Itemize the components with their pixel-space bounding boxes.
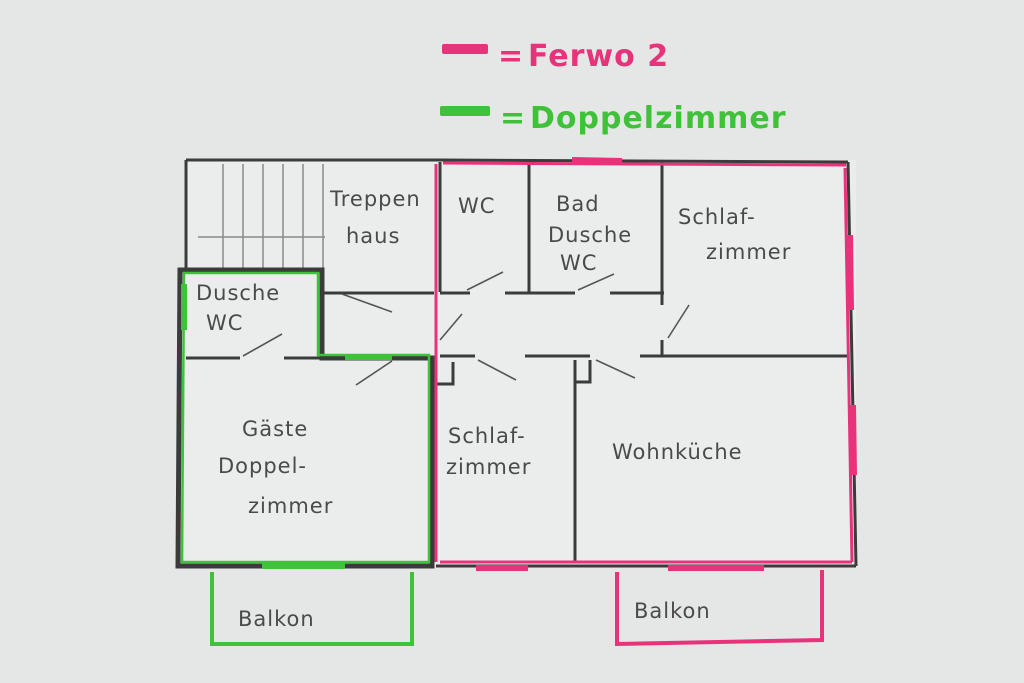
room-label-line: Treppen (329, 187, 421, 211)
room-bedroom-middle: Schlaf- zimmer (446, 424, 531, 479)
room-balcony-right: Balkon (634, 599, 711, 623)
interior-walls (184, 158, 848, 562)
room-kitchen: Wohnküche (612, 440, 743, 464)
legend-item-apartment: = Ferwo 2 (442, 39, 669, 74)
room-guest-double: Gäste Doppel- zimmer (218, 417, 333, 518)
room-label-line: zimmer (446, 455, 531, 479)
room-bath: Bad Dusche WC (548, 192, 632, 275)
room-label-line: Balkon (238, 607, 315, 631)
room-label-line: Bad (556, 192, 600, 216)
room-label-line: Dusche (196, 281, 280, 305)
legend-item-double-room: = Doppelzimmer (440, 101, 787, 136)
double-room-outline (175, 267, 435, 569)
room-label-line: Schlaf- (448, 424, 526, 448)
legend-equals-apartment: = (498, 39, 524, 74)
room-label-line: WC (458, 194, 495, 218)
staircase (198, 164, 325, 268)
room-label-line: WC (560, 251, 597, 275)
room-label-line: zimmer (706, 240, 791, 264)
room-bedroom-right: Schlaf- zimmer (678, 205, 791, 264)
room-label-line: Schlaf- (678, 205, 756, 229)
room-label-line: Balkon (634, 599, 711, 623)
room-label-line: zimmer (248, 494, 333, 518)
room-label-line: Gäste (242, 417, 308, 441)
legend-swatch-double-room (440, 106, 490, 116)
room-label-line: haus (346, 224, 400, 248)
apartment-highlight (434, 157, 857, 571)
balcony-right-outline (615, 570, 824, 647)
room-stairwell: Treppen haus (329, 187, 421, 248)
legend-equals-double-room: = (500, 101, 526, 136)
legend-label-apartment: Ferwo 2 (528, 39, 669, 74)
door-swings (242, 271, 690, 386)
legend-swatch-apartment (442, 44, 488, 54)
room-balcony-left: Balkon (238, 607, 315, 631)
balcony-left-outline (210, 572, 414, 646)
room-label-line: WC (206, 311, 243, 335)
floor-area (184, 160, 856, 566)
room-wc-top: WC (458, 194, 495, 218)
legend-label-double-room: Doppelzimmer (530, 101, 787, 136)
legend: = Ferwo 2 = Doppelzimmer (440, 39, 787, 136)
room-label-line: Doppel- (218, 454, 307, 478)
room-label-line: Dusche (548, 223, 632, 247)
room-shower-wc: Dusche WC (196, 281, 280, 335)
room-label-line: Wohnküche (612, 440, 743, 464)
